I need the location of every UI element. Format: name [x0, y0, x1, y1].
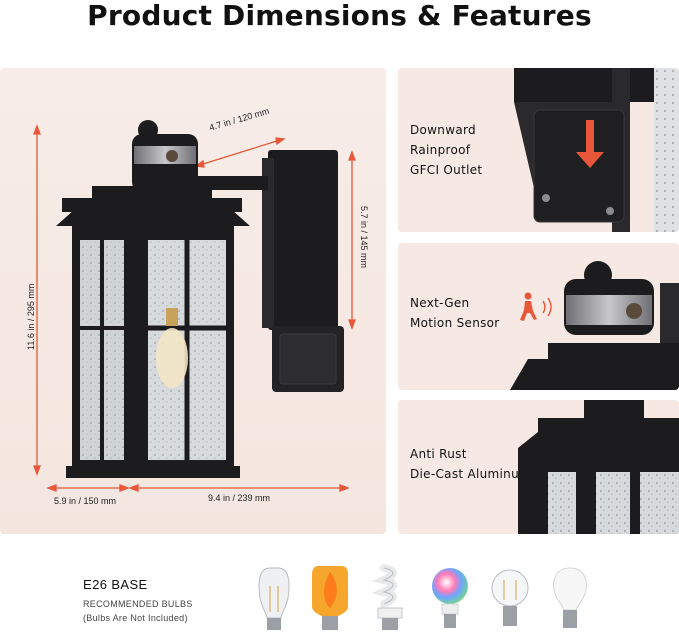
- white-led-bulb-icon: [553, 567, 587, 628]
- signal-waves-icon: [542, 297, 552, 317]
- feature-line: Rainproof: [410, 143, 471, 157]
- edison-bulb-icon: [258, 567, 290, 630]
- feature-motion-text: Next-Gen Motion Sensor: [410, 293, 500, 333]
- bulb-icon: [156, 328, 188, 388]
- gfci-outlet-illustration: [514, 68, 679, 232]
- globe-filament-bulb-icon: [491, 569, 529, 626]
- dimensions-panel: 4.7 in / 120 mm 11.6 in / 295 mm 5.7 in …: [0, 68, 386, 534]
- lantern-top-illustration: [518, 400, 679, 534]
- depth-top-line: [199, 139, 281, 166]
- width-front-label: 5.9 in / 150 mm: [54, 496, 117, 506]
- height-total-label: 11.6 in / 295 mm: [26, 283, 36, 350]
- feature-rust-panel: Anti Rust Die-Cast Aluminum: [398, 400, 679, 534]
- lamp-dimension-illustration: [33, 120, 356, 492]
- width-side-label: 9.4 in / 239 mm: [208, 493, 271, 503]
- feature-line: GFCI Outlet: [410, 163, 483, 177]
- height-box-label: 5.7 in / 145 mm: [359, 206, 369, 269]
- feature-line: Downward: [410, 123, 476, 137]
- feature-rust-text: Anti Rust Die-Cast Aluminum: [410, 444, 531, 484]
- feature-line: Die-Cast Aluminum: [410, 467, 531, 481]
- bulbs-note: (Bulbs Are Not Included): [83, 613, 188, 623]
- feature-gfci-panel: Downward Rainproof GFCI Outlet: [398, 68, 679, 232]
- color-smart-bulb-icon: [432, 568, 468, 628]
- spiral-cfl-bulb-icon: [371, 564, 403, 630]
- bulb-options: [258, 564, 587, 630]
- flame-bulb-icon: [312, 566, 348, 630]
- motion-sensor-illustration: [510, 261, 679, 390]
- downward-arrow-icon: [586, 120, 594, 152]
- bulb-base-label: E26 BASE: [83, 577, 148, 592]
- feature-line: Anti Rust: [410, 447, 467, 461]
- feature-line: Motion Sensor: [410, 316, 500, 330]
- recommended-bulbs-label: RECOMMENDED BULBS: [83, 599, 193, 609]
- page-title: Product Dimensions & Features: [87, 0, 592, 32]
- back-plate: [268, 150, 338, 330]
- motion-person-icon: [520, 292, 537, 321]
- feature-motion-panel: Next-Gen Motion Sensor: [398, 243, 679, 390]
- feature-line: Next-Gen: [410, 296, 470, 310]
- feature-gfci-text: Downward Rainproof GFCI Outlet: [410, 120, 482, 180]
